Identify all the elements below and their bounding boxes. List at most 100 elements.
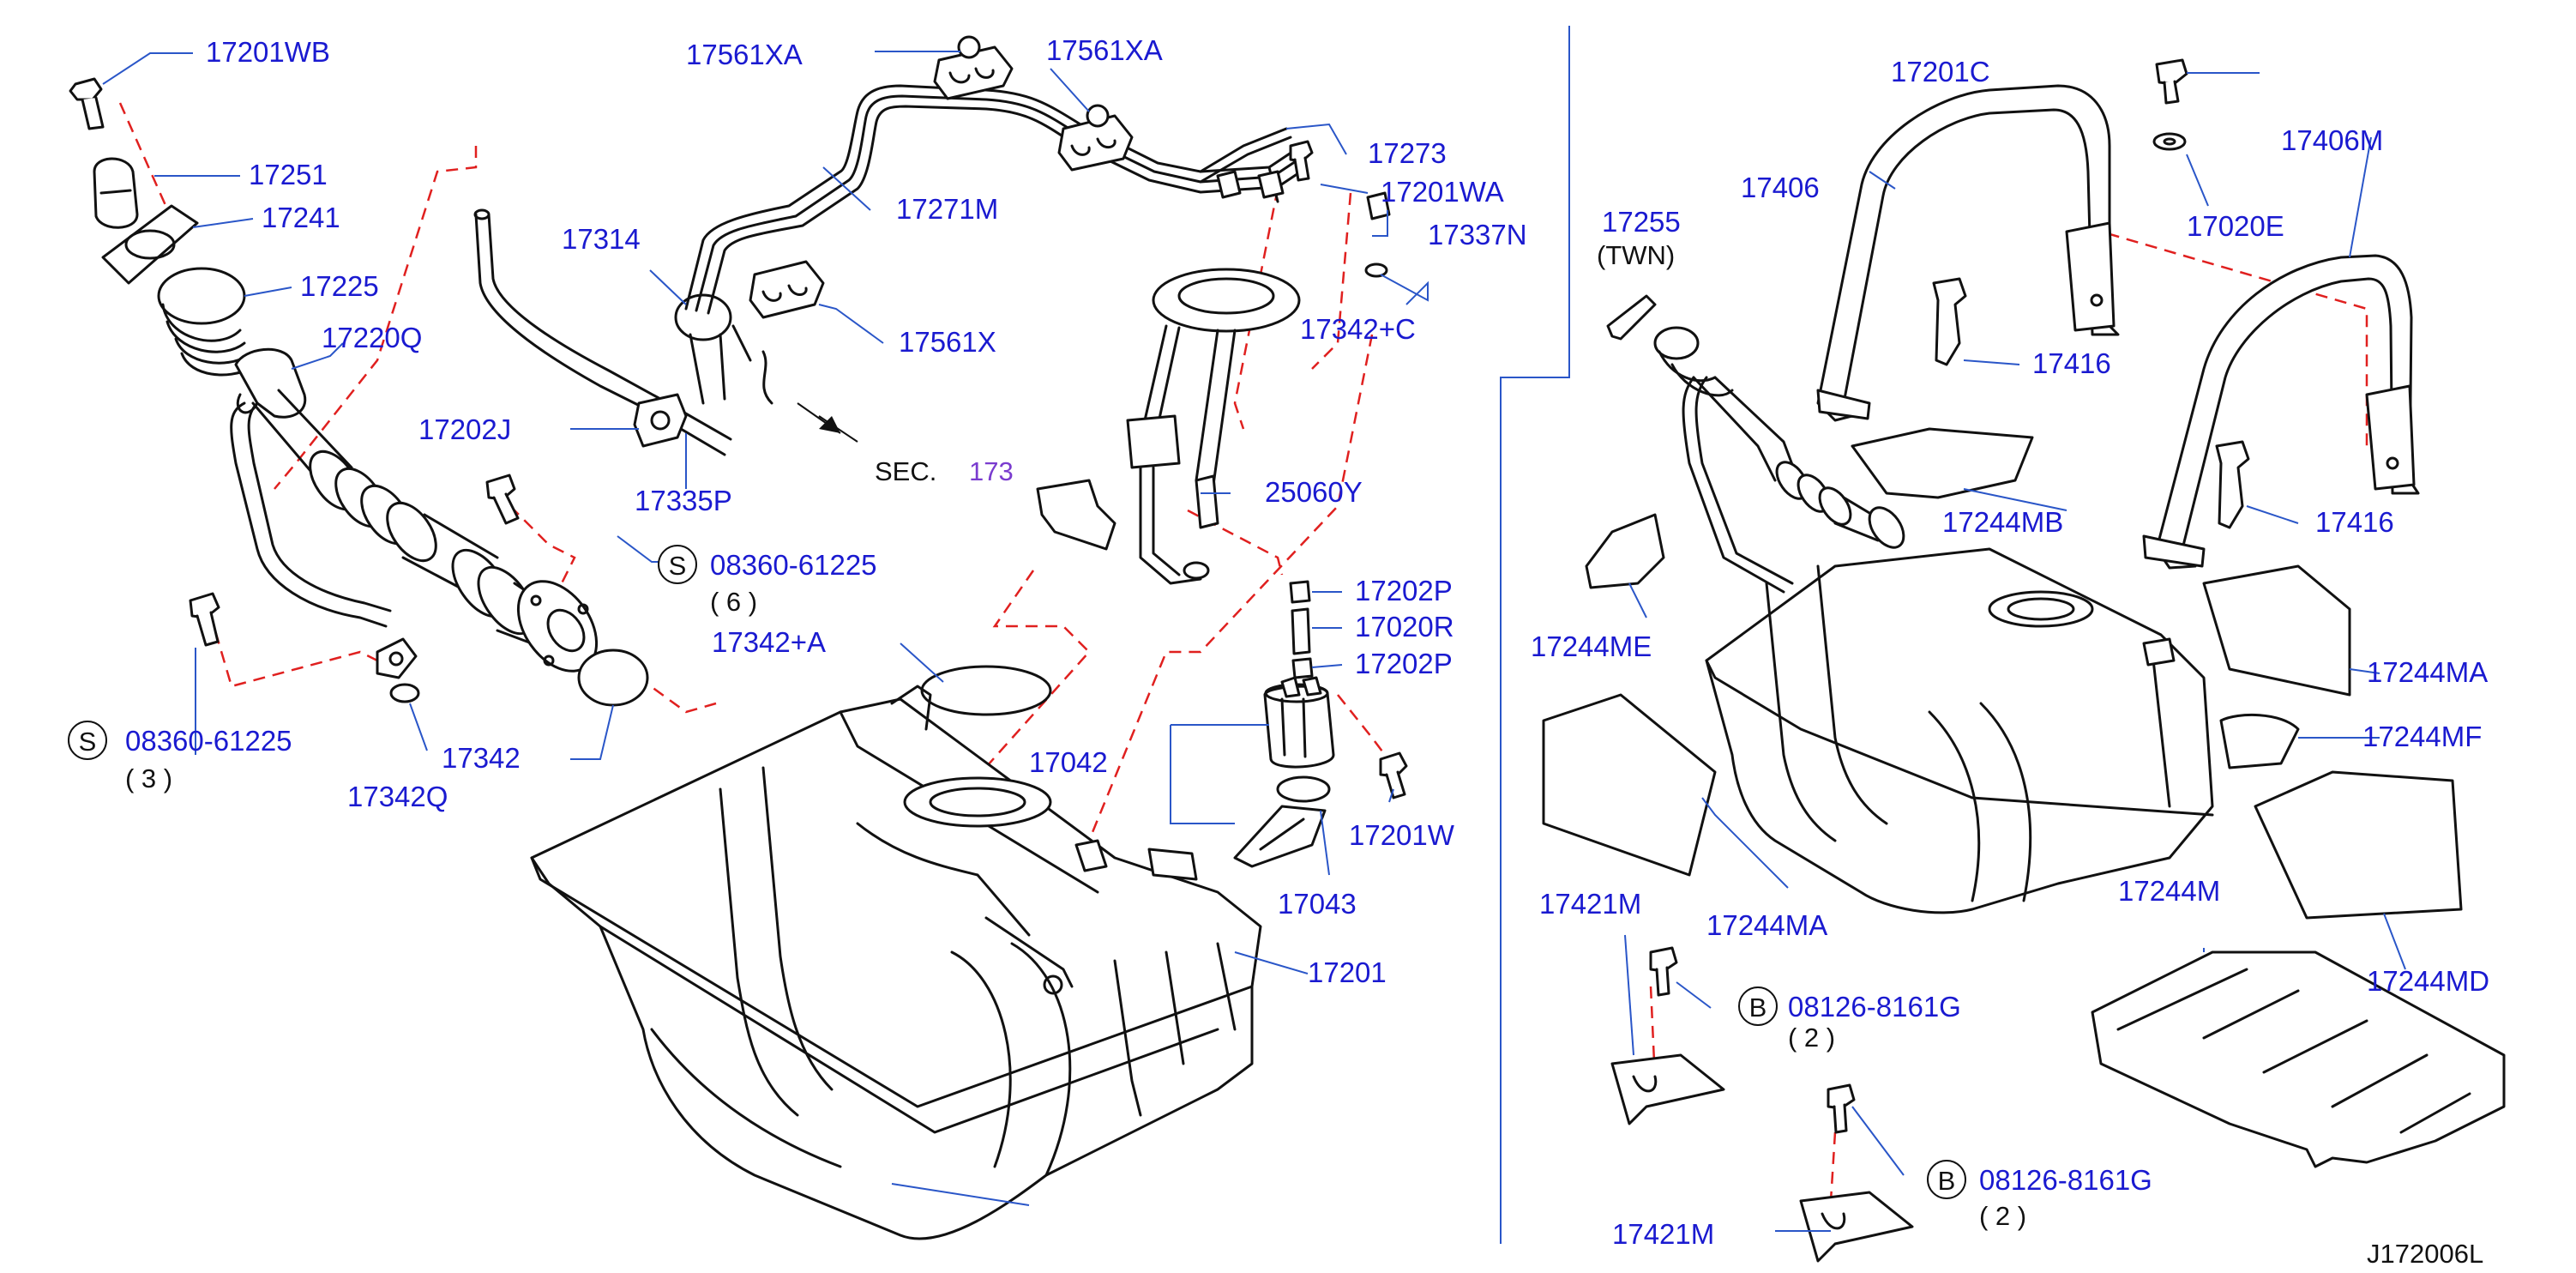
bolt-08126-lower-icon — [1827, 1083, 1856, 1134]
b-badge-icon — [1927, 1160, 1966, 1199]
section-ref-number: 173 — [969, 456, 1014, 486]
label-17337n: 17337N — [1428, 219, 1527, 250]
clip-17561xa-right-icon — [1057, 104, 1134, 172]
label-17561x: 17561X — [899, 326, 996, 358]
bolt-17201wb-icon — [69, 77, 105, 130]
label-17244ma-lower: 17244MA — [1706, 909, 1827, 941]
callout-badge: B — [1749, 992, 1767, 1023]
label-17220q: 17220Q — [322, 322, 422, 353]
label-17042: 17042 — [1029, 746, 1108, 778]
label-17421m-upper: 17421M — [1539, 888, 1641, 920]
label-17421m-lower: 17421M — [1612, 1218, 1714, 1250]
label-17561xa-right: 17561XA — [1046, 34, 1163, 66]
label-17201w: 17201W — [1349, 819, 1455, 851]
insulator-17244ma-upper-icon — [2202, 564, 2351, 697]
tank-strap-17406-icon — [1816, 84, 2120, 422]
hose-17020r-icon — [1291, 607, 1311, 655]
tank-strap-17406m-icon — [2155, 254, 2420, 570]
bolt-17201w-icon — [1379, 751, 1408, 799]
label-17202j: 17202J — [418, 413, 511, 445]
callout-b-bolt-lower: B 08126-8161G ( 2 ) — [1927, 1160, 2152, 1231]
label-17020r: 17020R — [1355, 611, 1454, 643]
label-17314: 17314 — [562, 223, 641, 255]
insulator-17244md-icon — [2254, 770, 2463, 920]
fuel-filler-assembly — [69, 77, 649, 707]
fuel-line-17271m-icon — [684, 84, 1305, 315]
callout-qty: ( 2 ) — [1979, 1201, 2026, 1231]
label-17342: 17342 — [442, 742, 521, 774]
label-17342c: 17342+C — [1300, 313, 1416, 345]
clip-17561xa-left-icon — [933, 35, 1014, 100]
arrow-sec-173-icon — [819, 416, 840, 433]
grommet-17314-icon — [674, 293, 732, 341]
label-17416-upper: 17416 — [2032, 347, 2111, 379]
label-17244mb: 17244MB — [1942, 506, 2063, 538]
filler-boot-17225-icon — [157, 267, 250, 377]
pump-sender-unit — [920, 268, 1408, 868]
callout-qty: ( 3 ) — [125, 763, 172, 793]
label-17271m: 17271M — [896, 193, 998, 225]
bolt-08360-6-icon — [485, 474, 520, 525]
section-ref-prefix: SEC. — [875, 456, 936, 486]
bracket-17255-icon — [1606, 294, 1657, 341]
clip-17561x-icon — [749, 260, 825, 319]
label-17251: 17251 — [249, 159, 328, 190]
label-17406m: 17406M — [2281, 124, 2383, 156]
label-17335p: 17335P — [635, 485, 732, 516]
label-17342a: 17342+A — [712, 626, 826, 658]
label-17244md: 17244MD — [2367, 965, 2489, 997]
bracket-17421m-lower-icon — [1799, 1191, 1914, 1263]
callout-b-bolt-upper: B 08126-8161G ( 2 ) — [1738, 986, 1961, 1053]
o-ring-17342c-icon — [1364, 262, 1388, 278]
filler-cap-17251-icon — [93, 157, 139, 229]
b-badge-icon — [1738, 986, 1778, 1026]
callout-s-bolt-6: S 08360-61225 ( 6 ) — [658, 545, 877, 617]
insulator-17244mf-icon — [2219, 714, 2300, 769]
fuel-filter-17043-icon — [1233, 775, 1331, 868]
s-badge-icon — [658, 545, 697, 584]
label-17273: 17273 — [1368, 137, 1447, 169]
label-17202p-lower: 17202P — [1355, 648, 1453, 679]
fuel-pump-17042-icon — [1263, 676, 1335, 769]
s-badge-icon — [68, 721, 107, 760]
callout-s-bolt-3: S 08360-61225 ( 3 ) — [68, 721, 292, 793]
label-17244m: 17244M — [2118, 875, 2220, 907]
label-17201wa: 17201WA — [1381, 176, 1504, 208]
label-17255-note: (TWN) — [1597, 240, 1675, 270]
washer-17020e-icon — [2152, 132, 2187, 151]
label-17342q: 17342Q — [347, 781, 448, 812]
label-17201c: 17201C — [1891, 56, 1990, 87]
hose-17202p-upper-icon — [1289, 580, 1311, 604]
label-17244ma-upper: 17244MA — [2367, 656, 2488, 688]
gasket-17342-icon — [577, 649, 649, 707]
callout-badge: S — [669, 551, 687, 581]
insulator-17244me-icon — [1585, 513, 1665, 589]
callout-part: 08360-61225 — [710, 549, 877, 581]
leader-lines — [102, 51, 2406, 1232]
insulator-17244mb-icon — [1851, 427, 2034, 499]
label-17201: 17201 — [1308, 956, 1387, 988]
clip-17416-lower-icon — [2215, 440, 2250, 529]
filler-tube-17220q-icon — [230, 347, 599, 673]
fuel-tank-17201-icon — [530, 685, 1262, 1240]
bolt-17201c-icon — [2155, 58, 2188, 105]
label-17406: 17406 — [1741, 172, 1820, 203]
part-labels: 17201WB 17251 17241 17225 17220Q 17202J … — [206, 34, 2489, 1269]
gasket-17342a-icon — [920, 665, 1052, 716]
bolt-17201wa-icon — [1289, 140, 1314, 182]
label-17202p-upper: 17202P — [1355, 575, 1453, 606]
label-17244me: 17244ME — [1531, 630, 1652, 662]
gasket-17342q-icon — [389, 683, 420, 703]
bolt-08126-upper-icon — [1649, 946, 1678, 997]
filler-ring-17241-icon — [101, 204, 199, 285]
section-divider — [1500, 26, 1570, 1244]
callout-qty: ( 6 ) — [710, 587, 757, 617]
skid-plate-17244m-icon — [2091, 950, 2506, 1168]
label-17416-lower: 17416 — [2315, 506, 2394, 538]
label-17043: 17043 — [1278, 888, 1357, 920]
callout-part: 08360-61225 — [125, 725, 292, 757]
bolt-08360-3-icon — [189, 592, 220, 647]
callout-badge: B — [1938, 1166, 1956, 1196]
label-17244mf: 17244MF — [2362, 721, 2482, 752]
